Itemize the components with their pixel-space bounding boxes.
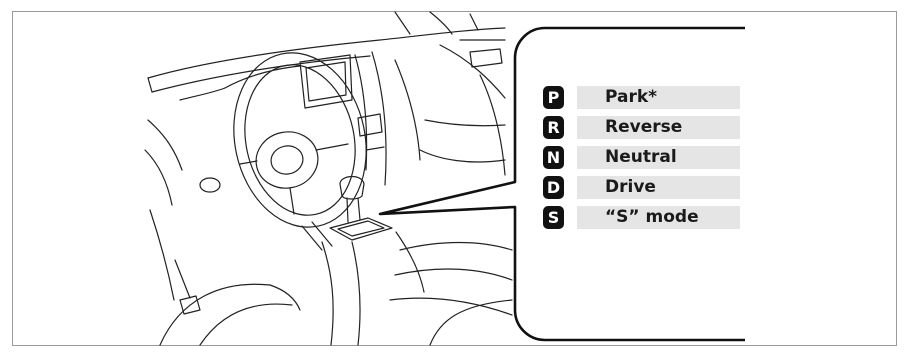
seats	[159, 241, 513, 346]
dashboard	[147, 11, 506, 186]
gear-shifter	[329, 175, 393, 241]
center-console	[321, 231, 425, 346]
gear-label-bar: Reverse	[577, 116, 740, 139]
gear-row-s-mode: S “S” mode	[543, 206, 740, 229]
gear-label-bar: “S” mode	[577, 206, 740, 229]
gear-label: Reverse	[605, 117, 683, 137]
gear-label: Park*	[605, 87, 658, 107]
gear-label-bar: Park*	[577, 86, 740, 109]
gear-letter-badge: D	[543, 176, 564, 199]
figure-frame	[12, 11, 897, 346]
gear-label: “S” mode	[605, 207, 699, 227]
gear-letter-badge: R	[543, 116, 564, 139]
gear-letter-badge: S	[543, 206, 564, 229]
gear-label: Drive	[605, 177, 656, 197]
gear-label-bar: Drive	[577, 176, 740, 199]
gear-letter-badge: P	[543, 86, 564, 109]
gear-row-neutral: N Neutral	[543, 146, 740, 169]
gear-row-park: P Park*	[543, 86, 740, 109]
driver-door-side	[144, 119, 221, 315]
steering-wheel	[233, 52, 367, 251]
gear-label: Neutral	[605, 147, 677, 167]
center-display	[299, 54, 353, 109]
gear-letter-badge: N	[543, 146, 564, 169]
gear-row-reverse: R Reverse	[543, 116, 740, 139]
gear-label-bar: Neutral	[577, 146, 740, 169]
gear-row-drive: D Drive	[543, 176, 740, 199]
